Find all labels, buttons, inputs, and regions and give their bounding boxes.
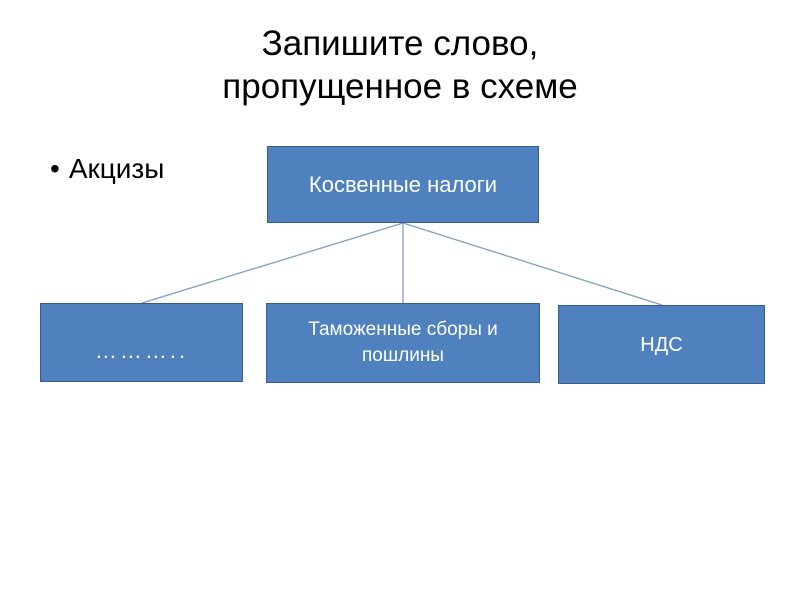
bullet-item-label: Акцизы — [68, 153, 165, 184]
page-title: Запишите слово, пропущенное в схеме — [222, 24, 578, 106]
diagram-node-blank-placeholder[interactable]: ……….. — [40, 303, 243, 382]
diagram-node-customs-label: Таможенные сборы и пошлины — [308, 319, 498, 366]
connector-root-to-vat — [402, 222, 663, 306]
diagram-node-root-label: Косвенные налоги — [308, 172, 498, 197]
diagram-node-vat-label: НДС — [640, 333, 683, 356]
connector-root-to-blank — [141, 222, 404, 304]
bullet-marker-icon: • — [50, 153, 60, 184]
diagram-node-value-added-tax[interactable]: НДС — [558, 305, 765, 384]
diagram-node-root[interactable]: Косвенные налоги — [267, 146, 539, 223]
diagram-node-blank-label: ……….. — [94, 337, 189, 363]
diagram-node-customs-duties[interactable]: Таможенные сборы и пошлины — [266, 303, 540, 383]
bullet-list-item: • Акцизы — [50, 152, 164, 186]
